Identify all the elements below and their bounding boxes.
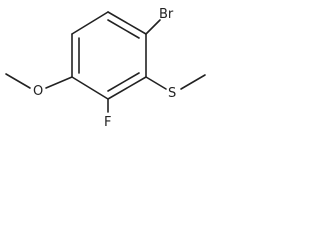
bond-o-ch3 xyxy=(5,73,31,89)
bond-c5-o xyxy=(45,76,73,89)
bond-c1-c2 xyxy=(107,11,147,35)
bromine-label: Br xyxy=(159,7,174,22)
double-bond-c3-c4 xyxy=(107,72,140,92)
molecule-structure: Br S F O xyxy=(5,7,206,130)
bond-c4-c5 xyxy=(71,76,109,100)
sulfur-label: S xyxy=(168,86,176,101)
bond-c3-s xyxy=(145,76,167,90)
benzene-ring xyxy=(71,11,147,100)
fluorine-label: F xyxy=(104,115,111,130)
bond-s-ch3 xyxy=(180,74,206,90)
bond-c2-br xyxy=(145,19,161,35)
bond-c3-c4 xyxy=(107,76,147,100)
double-bond-c1-c2 xyxy=(107,19,140,39)
oxygen-label: O xyxy=(33,84,43,99)
bond-c6-c1 xyxy=(71,11,109,35)
